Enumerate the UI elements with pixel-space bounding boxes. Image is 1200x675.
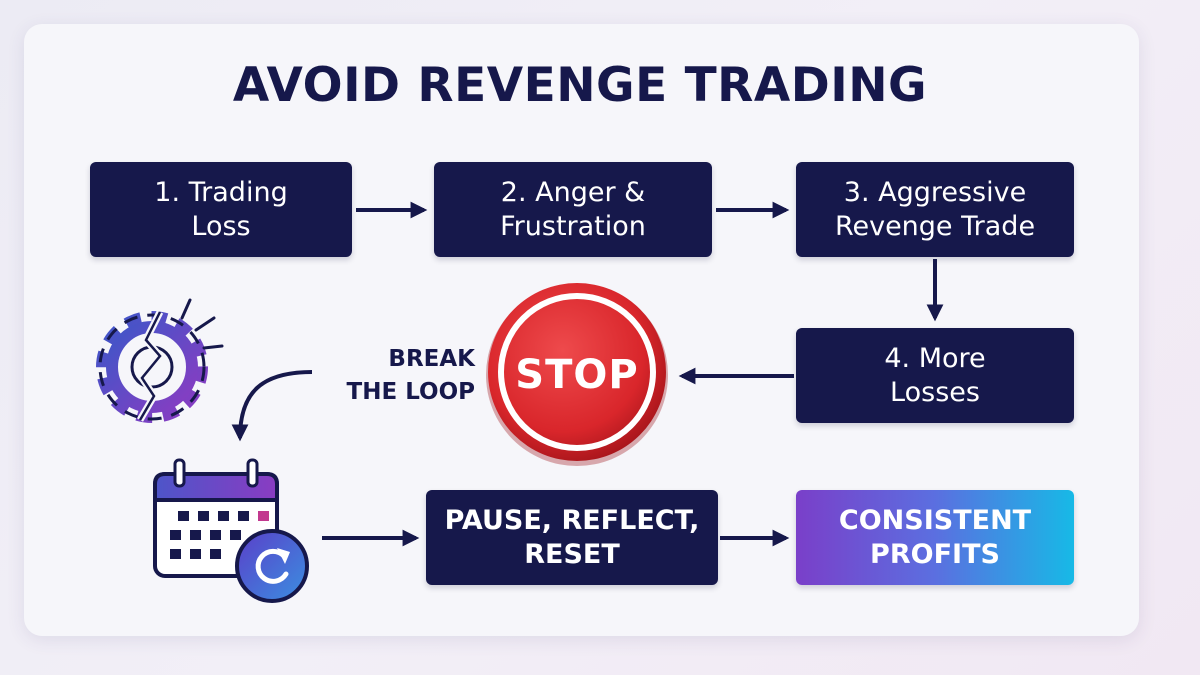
step-3-box: 3. Aggressive Revenge Trade <box>796 162 1074 257</box>
step-1-label: 1. Trading Loss <box>154 176 288 242</box>
refresh-icon <box>235 529 309 603</box>
step-2-box: 2. Anger & Frustration <box>434 162 712 257</box>
consistent-profits-label: CONSISTENT PROFITS <box>838 504 1032 570</box>
pause-reflect-reset-box: PAUSE, REFLECT, RESET <box>426 490 718 585</box>
arrow-break-loop-curve <box>231 370 313 442</box>
calendar-icon <box>153 458 279 578</box>
step-3-label: 3. Aggressive Revenge Trade <box>834 176 1036 242</box>
step-2-label: 2. Anger & Frustration <box>500 176 646 242</box>
step-4-box: 4. More Losses <box>796 328 1074 423</box>
break-the-loop-label: BREAK THE LOOP <box>346 346 475 405</box>
stop-sign-icon <box>486 283 668 466</box>
stop-sign: STOP <box>487 285 667 465</box>
step-4-label: 4. More Losses <box>884 342 986 408</box>
diagram-title: AVOID REVENGE TRADING <box>232 58 928 113</box>
stop-label: STOP <box>515 352 639 398</box>
consistent-profits-box: CONSISTENT PROFITS <box>796 490 1074 585</box>
pause-reflect-reset-label: PAUSE, REFLECT, RESET <box>444 504 700 570</box>
broken-gear-icon <box>96 298 224 423</box>
step-1-box: 1. Trading Loss <box>90 162 352 257</box>
